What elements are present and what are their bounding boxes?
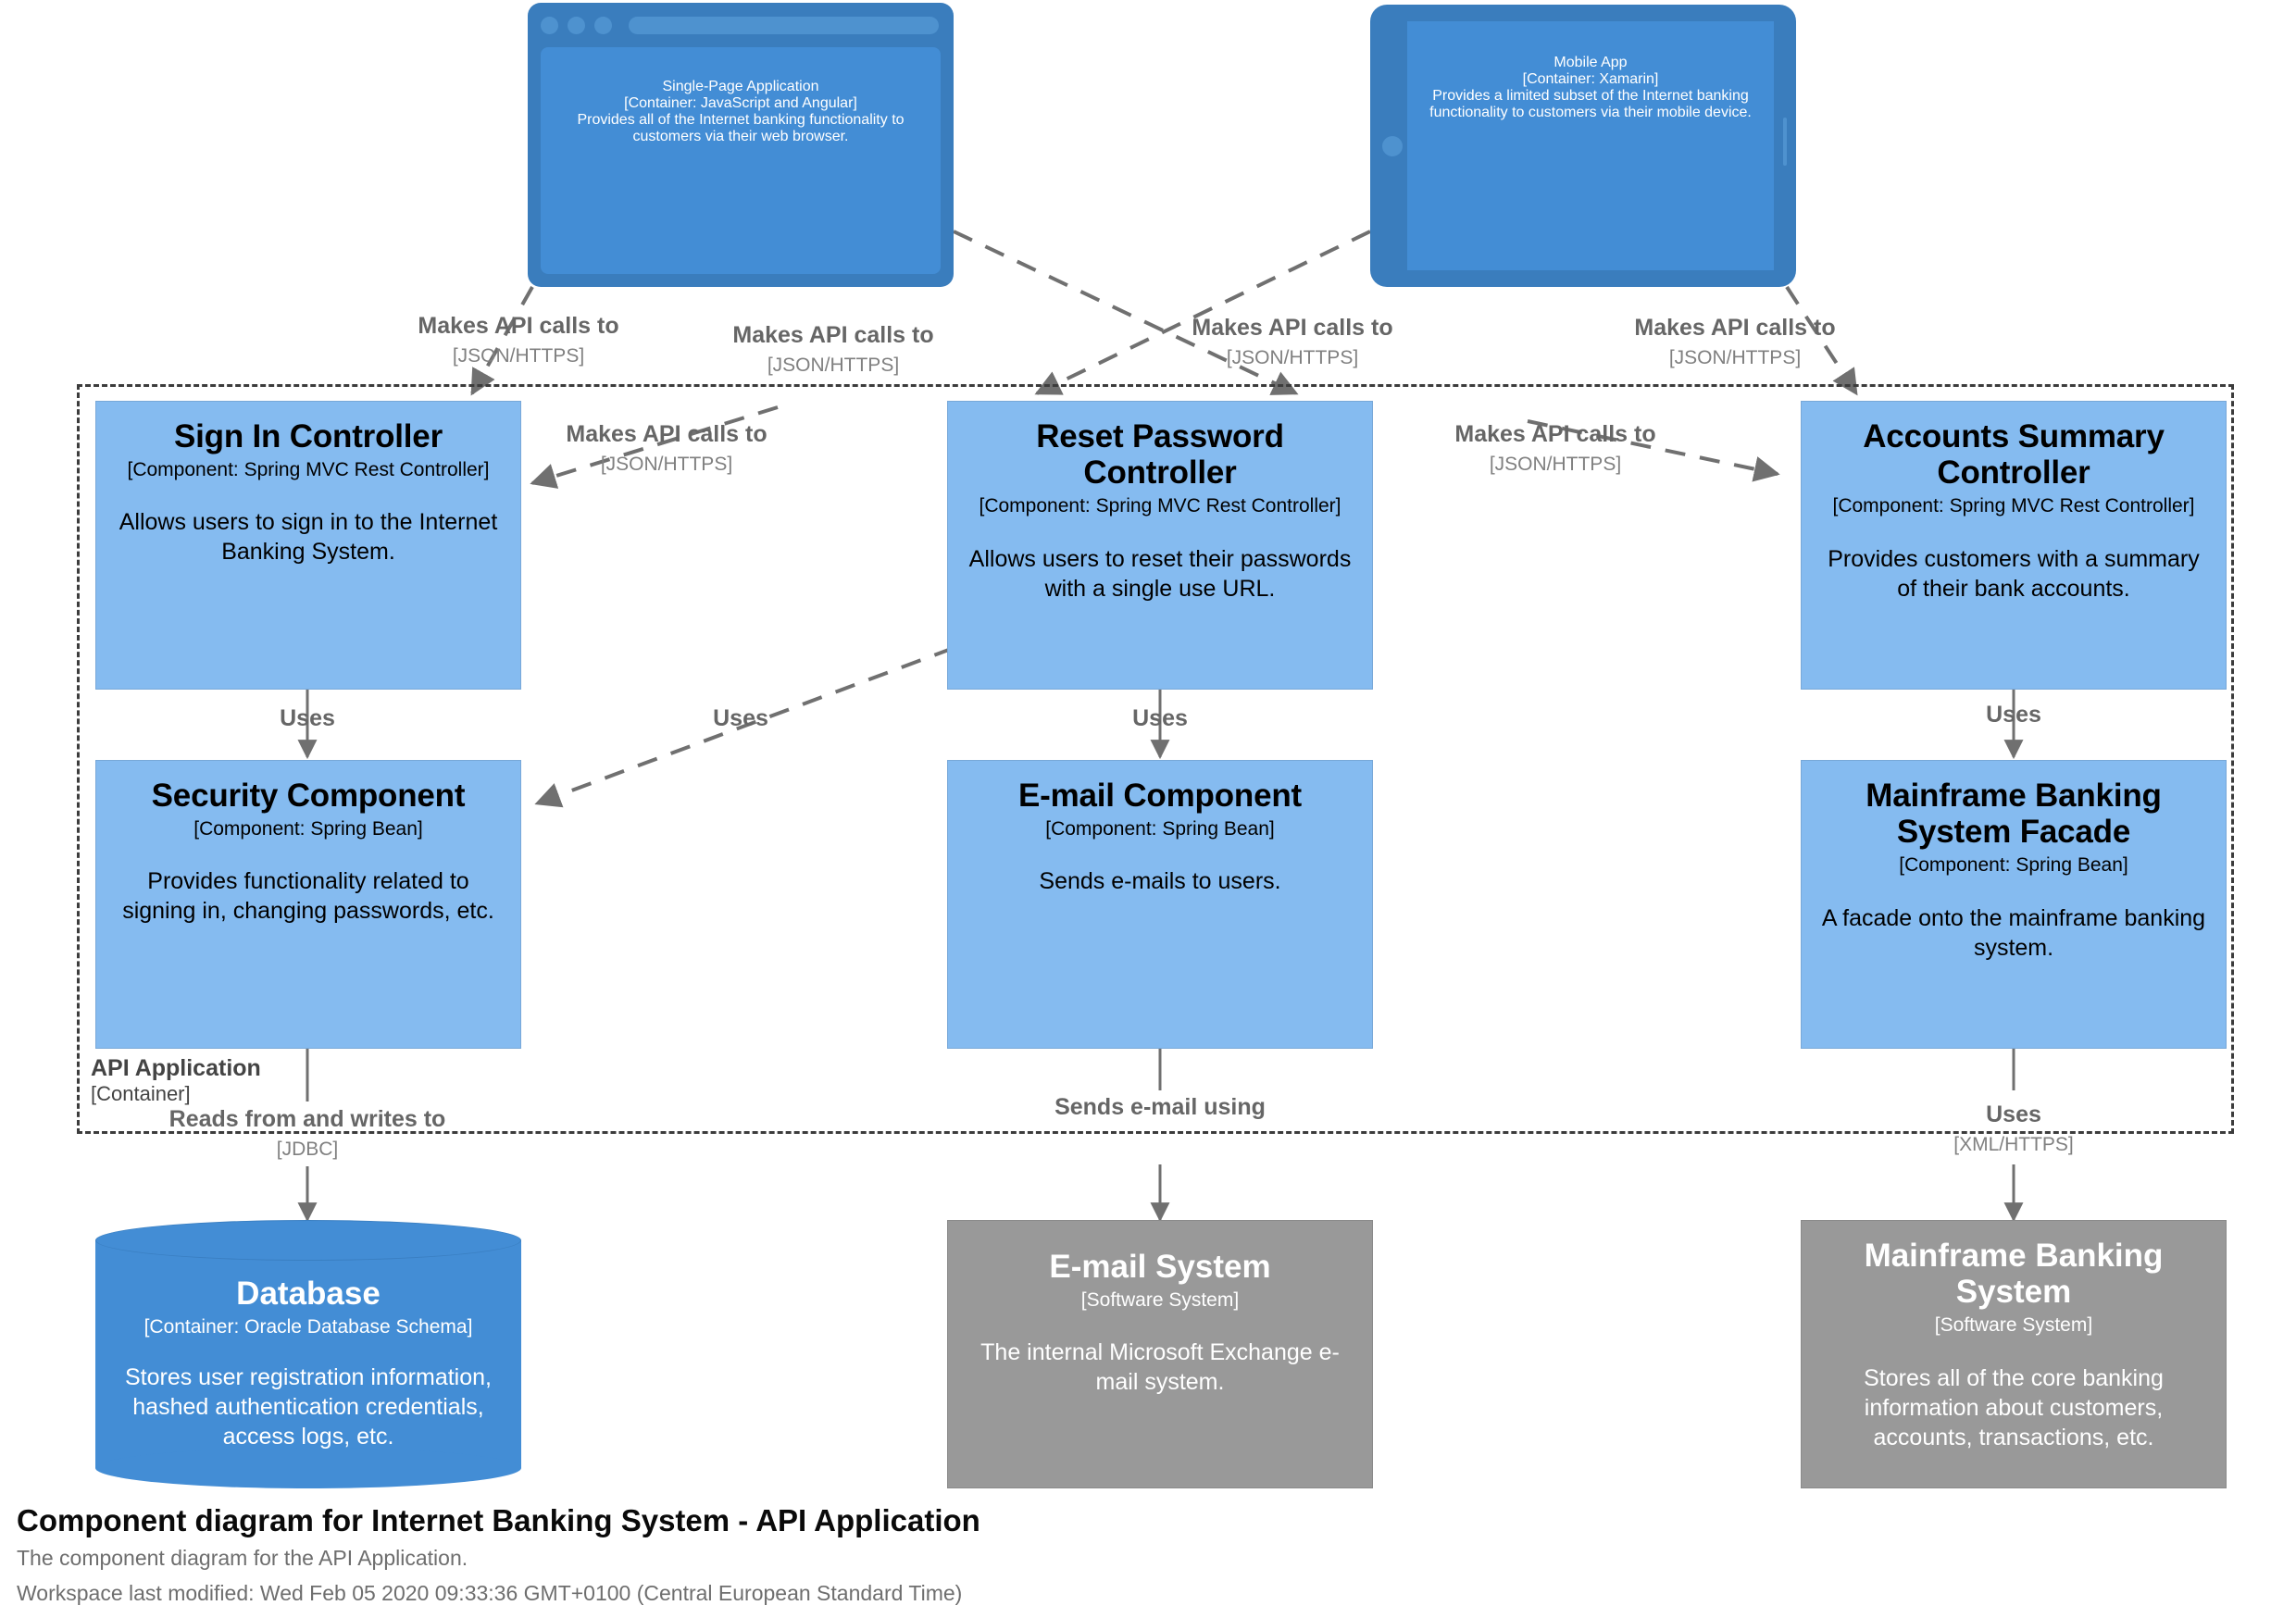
edge-label-email-system: Sends e-mail using [1049, 1094, 1271, 1122]
edge-label-tech: [JSON/HTTPS] [1226, 346, 1359, 368]
spa-description: Provides all of the Internet banking fun… [577, 112, 905, 144]
edge-label-desc: Makes API calls to [566, 421, 767, 447]
accounts-summary-controller-meta: [Component: Spring MVC Rest Controller] [1832, 495, 2195, 517]
email-system-description: The internal Microsoft Exchange e-mail s… [980, 1339, 1340, 1396]
email-system-meta: [Software System] [1080, 1289, 1240, 1312]
edge-label-mobile-signin: Makes API calls to [JSON/HTTPS] [685, 322, 981, 377]
reset-password-controller-title: Reset Password Controller [1036, 418, 1284, 492]
api-application-boundary [77, 384, 2234, 1134]
email-component-meta: [Component: Spring Bean] [1045, 818, 1275, 840]
home-button-icon [1382, 135, 1403, 156]
node-email-component[interactable]: E-mail Component [Component: Spring Bean… [947, 760, 1373, 1049]
edge-label-tech: [JSON/HTTPS] [1668, 346, 1802, 368]
mobile-screen: Mobile App [Container: Xamarin] Provides… [1407, 21, 1774, 270]
accounts-summary-controller-description: Provides customers with a summary of the… [1828, 545, 2200, 602]
edge-label-facade-mainframe: Uses [XML/HTTPS] [1921, 1101, 2106, 1156]
edge-label-reset-security: Uses [648, 705, 833, 733]
edge-label-spa-signin: Makes API calls to [JSON/HTTPS] [370, 313, 667, 367]
edge-label-desc: Uses [713, 705, 768, 731]
edge-label-tech: [XML/HTTPS] [1953, 1133, 2074, 1155]
node-sign-in-controller[interactable]: Sign In Controller [Component: Spring MV… [95, 401, 521, 690]
edge-label-desc: Uses [280, 705, 335, 731]
spa-screen: Single-Page Application [Container: Java… [541, 47, 941, 274]
browser-dot-icon [568, 16, 585, 34]
email-system-title: E-mail System [1049, 1249, 1271, 1285]
boundary-title: API Application [91, 1055, 261, 1081]
node-mainframe-banking-system-facade[interactable]: Mainframe Banking System Facade [Compone… [1801, 760, 2227, 1049]
node-security-component[interactable]: Security Component [Component: Spring Be… [95, 760, 521, 1049]
mobile-title: Mobile App [1554, 55, 1628, 70]
database-title: Database [236, 1276, 381, 1312]
edge-label-desc: Makes API calls to [732, 322, 934, 348]
mainframe-facade-meta: [Component: Spring Bean] [1899, 854, 2128, 877]
database-description: Stores user registration information, ha… [124, 1364, 492, 1450]
mobile-description: Provides a limited subset of the Interne… [1429, 88, 1752, 120]
node-reset-password-controller[interactable]: Reset Password Controller [Component: Sp… [947, 401, 1373, 690]
boundary-meta: [Container] [91, 1081, 191, 1105]
browser-chrome-bar [537, 12, 944, 38]
node-mobile-app[interactable]: Mobile App [Container: Xamarin] Provides… [1370, 5, 1796, 287]
edge-label-reset-email: Uses [1067, 705, 1253, 733]
edge-label-desc: Makes API calls to [1192, 315, 1393, 341]
edge-label-security-database: Reads from and writes to [JDBC] [168, 1106, 446, 1161]
edge-label-tech: [JSON/HTTPS] [767, 354, 900, 376]
mainframe-system-title: Mainframe Banking System [1864, 1238, 2164, 1311]
mainframe-system-meta: [Software System] [1934, 1314, 2093, 1337]
node-database[interactable]: Database [Container: Oracle Database Sch… [95, 1220, 521, 1488]
edge-label-desc: Makes API calls to [1454, 421, 1656, 447]
edge-label-desc: Uses [1132, 705, 1188, 731]
database-meta: [Container: Oracle Database Schema] [144, 1316, 473, 1338]
browser-dot-icon [594, 16, 612, 34]
edge-label-tech: [JDBC] [276, 1138, 339, 1160]
reset-password-controller-description: Allows users to reset their passwords wi… [968, 545, 1352, 602]
mobile-meta: [Container: Xamarin] [1522, 71, 1659, 87]
node-accounts-summary-controller[interactable]: Accounts Summary Controller [Component: … [1801, 401, 2227, 690]
email-component-description: Sends e-mails to users. [1039, 868, 1281, 895]
node-single-page-application[interactable]: Single-Page Application [Container: Java… [528, 3, 954, 287]
diagram-last-modified: Workspace last modified: Wed Feb 05 2020… [17, 1580, 963, 1605]
security-component-meta: [Component: Spring Bean] [193, 818, 423, 840]
boundary-label: API Application [Container] [91, 1055, 480, 1105]
edge-label-spa-signin-2: Makes API calls to [JSON/HTTPS] [518, 421, 815, 476]
sign-in-controller-description: Allows users to sign in to the Internet … [119, 509, 498, 566]
edge-label-desc: Makes API calls to [418, 313, 619, 339]
mainframe-system-description: Stores all of the core banking informati… [1864, 1364, 2164, 1450]
database-cylinder-bottom [95, 1448, 521, 1488]
speaker-slot-icon [1783, 118, 1787, 166]
edge-label-tech: [JSON/HTTPS] [452, 344, 585, 367]
security-component-description: Provides functionality related to signin… [122, 868, 494, 925]
sign-in-controller-title: Sign In Controller [173, 418, 443, 454]
edge-label-accounts-facade: Uses [1921, 702, 2106, 729]
database-content: Database [Container: Oracle Database Sch… [110, 1257, 506, 1472]
edge-label-mobile-reset: Makes API calls to [JSON/HTTPS] [1587, 315, 1883, 369]
edge-label-tech: [JSON/HTTPS] [600, 453, 733, 475]
diagram-title: Component diagram for Internet Banking S… [17, 1503, 980, 1538]
edge-label-desc: Reads from and writes to [168, 1106, 446, 1132]
edge-label-desc: Makes API calls to [1634, 315, 1836, 341]
edge-label-spa-reset: Makes API calls to [JSON/HTTPS] [1144, 315, 1441, 369]
reset-password-controller-meta: [Component: Spring MVC Rest Controller] [979, 495, 1341, 517]
sign-in-controller-meta: [Component: Spring MVC Rest Controller] [127, 459, 490, 481]
node-email-system[interactable]: E-mail System [Software System] The inte… [947, 1220, 1373, 1488]
diagram-subtitle: The component diagram for the API Applic… [17, 1546, 468, 1571]
edge-label-desc: Uses [1986, 1101, 2041, 1127]
browser-url-bar [629, 16, 939, 34]
node-mainframe-banking-system[interactable]: Mainframe Banking System [Software Syste… [1801, 1220, 2227, 1488]
spa-meta: [Container: JavaScript and Angular] [624, 95, 857, 111]
edge-label-tech: [JSON/HTTPS] [1489, 453, 1622, 475]
edge-label-desc: Sends e-mail using [1054, 1094, 1266, 1120]
diagram-caption: Component diagram for Internet Banking S… [17, 1501, 2053, 1609]
edge-label-desc: Uses [1986, 702, 2041, 728]
accounts-summary-controller-title: Accounts Summary Controller [1863, 418, 2165, 492]
edge-label-signin-security: Uses [215, 705, 400, 733]
security-component-title: Security Component [151, 778, 466, 814]
database-cylinder-body [95, 1240, 521, 1468]
mainframe-facade-description: A facade onto the mainframe banking syst… [1821, 904, 2206, 961]
database-cylinder-top [95, 1220, 521, 1261]
edge-label-mobile-accounts-2: Makes API calls to [JSON/HTTPS] [1407, 421, 1703, 476]
email-component-title: E-mail Component [1018, 778, 1302, 814]
browser-dot-icon [541, 16, 558, 34]
mainframe-facade-title: Mainframe Banking System Facade [1866, 778, 2162, 851]
spa-title: Single-Page Application [662, 79, 819, 94]
